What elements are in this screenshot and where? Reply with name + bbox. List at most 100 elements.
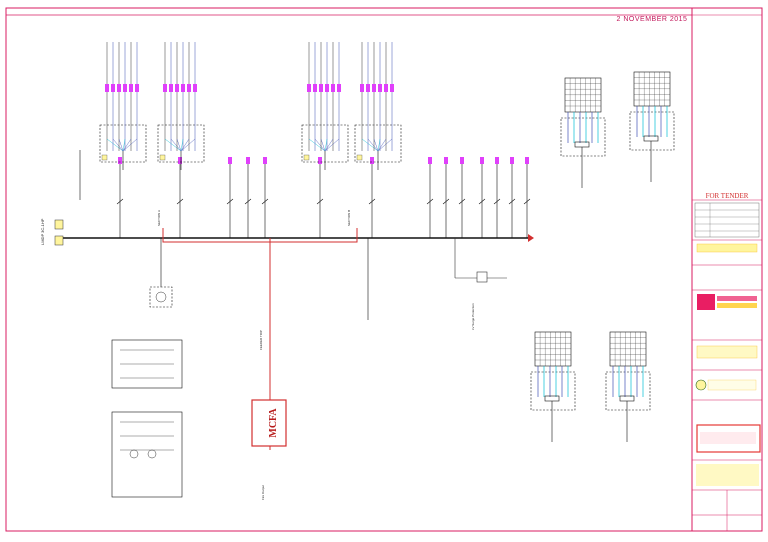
feeder-tag — [228, 157, 232, 164]
surge-label: LV Surge Protection — [471, 303, 475, 330]
internal-wiring — [180, 138, 184, 152]
section-a-label: SECTION A — [157, 210, 161, 226]
outgoing-tag — [360, 84, 364, 92]
panel-enclosure — [605, 371, 651, 411]
fire-output-note: Fire Output — [261, 485, 265, 500]
outgoing-tag — [169, 84, 173, 92]
internal-wiring — [112, 138, 124, 152]
internal-wiring — [373, 138, 379, 152]
outgoing-tag — [384, 84, 388, 92]
client-logo — [696, 243, 758, 253]
incoming-meter — [54, 219, 64, 230]
outgoing-tag — [187, 84, 191, 92]
tender-stamp: FOR TENDER — [706, 192, 749, 200]
breaker-symbol — [426, 198, 434, 205]
internal-wiring — [377, 138, 387, 152]
feeder-tag — [480, 157, 484, 164]
authority-seal — [695, 379, 707, 391]
breaker-symbol — [493, 198, 501, 205]
panel-enclosure — [530, 371, 576, 411]
outgoing-tag — [181, 84, 185, 92]
outgoing-tag — [372, 84, 376, 92]
feeder-tag — [460, 157, 464, 164]
drawing-title-text-block — [700, 432, 756, 444]
outgoing-tag — [378, 84, 382, 92]
internal-wiring — [180, 138, 190, 152]
internal-wiring — [320, 138, 326, 152]
outgoing-tag — [163, 84, 167, 92]
internal-wiring — [361, 138, 379, 152]
lower-left-equipment — [79, 150, 369, 498]
outgoing-tag — [123, 84, 127, 92]
breaker-symbol — [458, 198, 466, 205]
breaker-symbol — [116, 198, 124, 205]
internal-wiring — [122, 138, 138, 152]
breaker-symbol — [244, 198, 252, 205]
section-b-label: SECTION B — [347, 210, 351, 226]
internal-wiring — [324, 138, 328, 152]
internal-wiring — [367, 138, 379, 152]
internal-wiring — [170, 138, 182, 152]
breaker-symbol — [442, 198, 450, 205]
internal-wiring — [122, 138, 126, 152]
outgoing-tag — [117, 84, 121, 92]
panel-busbar — [619, 395, 635, 402]
breaker-symbol — [226, 198, 234, 205]
main-board-label: LMDP 3C-1HP — [40, 218, 45, 245]
consultant-logo — [697, 294, 757, 310]
contractor-logo — [696, 345, 758, 359]
internal-wiring — [106, 138, 124, 152]
outgoing-tag — [129, 84, 133, 92]
outgoing-tag — [325, 84, 329, 92]
feeder-group — [116, 157, 531, 238]
feeder-tag — [495, 157, 499, 164]
outgoing-tag — [313, 84, 317, 92]
drawing-title-box — [696, 424, 761, 453]
panel-busbar — [574, 141, 590, 148]
authority-name-block — [707, 379, 757, 391]
distribution-panel-group — [530, 71, 675, 442]
feeder-tag — [428, 157, 432, 164]
feeder-tag — [178, 157, 182, 164]
outgoing-tag — [331, 84, 335, 92]
internal-wiring — [377, 138, 393, 152]
fire-trip-link — [162, 228, 358, 243]
outgoing-tag — [366, 84, 370, 92]
internal-wiring — [118, 138, 124, 152]
outgoing-tag — [319, 84, 323, 92]
internal-wiring — [308, 138, 326, 152]
feeder-tag — [444, 157, 448, 164]
feeder-tag — [246, 157, 250, 164]
internal-wiring — [176, 138, 182, 152]
notes-block — [696, 464, 759, 486]
breaker-symbol — [368, 198, 376, 205]
meter-dial — [147, 449, 157, 459]
outgoing-tag — [307, 84, 311, 92]
incoming-meter — [54, 235, 64, 246]
equipment-enclosure — [111, 411, 183, 498]
revision-table — [694, 202, 760, 238]
mcfa-feed-label: FEEDER TRIP — [259, 330, 263, 350]
breaker-symbol — [176, 198, 184, 205]
busbar-extension-arrow — [528, 234, 534, 242]
sub-board-meter — [101, 154, 108, 161]
panel-enclosure — [560, 117, 606, 157]
outgoing-tag — [337, 84, 341, 92]
mcfa-label: MCFA — [268, 408, 279, 438]
internal-wiring — [314, 138, 326, 152]
sub-board-meter — [159, 154, 166, 161]
panel-enclosure — [629, 111, 675, 151]
breaker-symbol — [523, 198, 531, 205]
feeder-tag — [118, 157, 122, 164]
breaker-symbol — [478, 198, 486, 205]
outgoing-tag — [390, 84, 394, 92]
feeder-tag — [370, 157, 374, 164]
outgoing-tag — [175, 84, 179, 92]
sub-board-meter — [303, 154, 310, 161]
surge-protection-device — [476, 271, 488, 283]
internal-wiring — [164, 138, 182, 152]
outgoing-tag — [193, 84, 197, 92]
panel-busbar — [544, 395, 560, 402]
